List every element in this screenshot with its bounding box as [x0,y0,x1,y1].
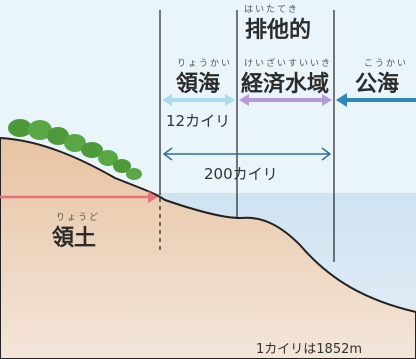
eez-ruby: けいざいすいいき [244,59,333,69]
high-seas-ruby: こうかい [364,59,409,69]
eez-label: 経済水域 [241,72,330,97]
territorial-sea-arrow [162,94,235,106]
high-seas-arrow [336,93,416,107]
land-arrow [0,191,158,203]
land-ruby: りょうど [56,213,101,223]
land-mass [0,136,416,359]
trees [8,119,142,180]
high-seas-label: 公海 [355,72,400,97]
nautical-mile-note: 1カイリは1852m [256,342,363,357]
territorial-sea-ruby: りょうかい [177,59,233,69]
eez-arrow [239,94,332,106]
land-label: 領土 [52,226,97,251]
territorial-distance: 12カイリ [166,112,231,130]
eez-span-arrow [162,147,332,161]
eez-distance: 200カイリ [204,165,278,183]
eez-ruby-top: はいたてき [244,5,299,15]
territorial-sea-label: 領海 [176,72,221,97]
eez-title: 排他的 [245,18,312,43]
